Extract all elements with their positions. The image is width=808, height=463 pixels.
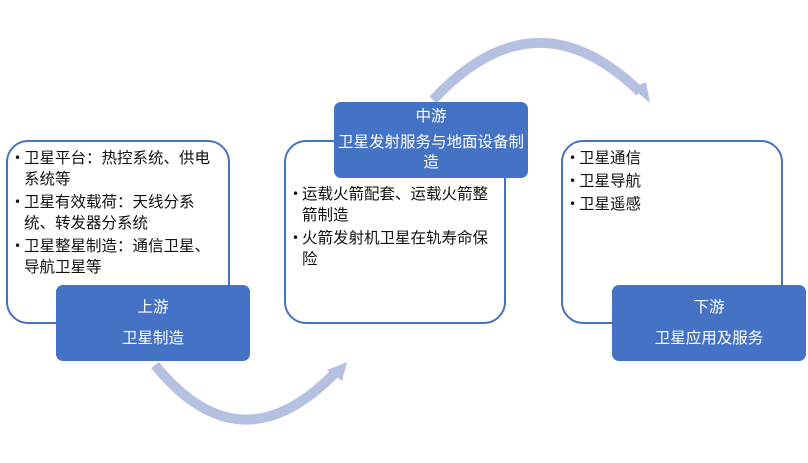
list-item: •卫星通信 <box>569 149 642 167</box>
bullet-icon: • <box>292 231 300 245</box>
bullet-icon: • <box>292 187 300 201</box>
downstream-label: 下游 卫星应用及服务 <box>612 285 806 361</box>
upstream-label: 上游 卫星制造 <box>56 285 250 361</box>
stage-name: 上游 <box>137 298 169 316</box>
bullet-icon: • <box>569 197 577 211</box>
stage-title: 卫星发射服务与地面设备制造 <box>337 133 524 171</box>
bullet-icon: • <box>569 151 577 165</box>
curved-arrow-up-icon <box>151 361 339 425</box>
arrowhead-down <box>632 82 650 103</box>
list-item: •卫星整星制造：通信卫星、导航卫星等 <box>14 237 211 276</box>
midstream-label: 中游 卫星发射服务与地面设备制造 <box>334 102 528 178</box>
list-item: •卫星遥感 <box>569 195 642 213</box>
bullet-icon: • <box>569 174 577 188</box>
midstream-item-list: •运载火箭配套、运载火箭整箭制造 •火箭发射机卫星在轨寿命保险 <box>292 184 497 272</box>
bullet-icon: • <box>14 195 22 209</box>
curved-arrow-down-icon <box>429 37 644 104</box>
downstream-item-list: •卫星通信 •卫星导航 •卫星遥感 <box>569 148 774 217</box>
stage-name: 中游 <box>415 107 447 125</box>
list-item: •火箭发射机卫星在轨寿命保险 <box>292 229 489 268</box>
stage-title: 卫星制造 <box>121 329 184 347</box>
list-item: •卫星平台：热控系统、供电系统等 <box>14 149 211 188</box>
stage-name: 下游 <box>693 298 725 316</box>
arrowhead-up <box>327 362 347 381</box>
upstream-item-list: •卫星平台：热控系统、供电系统等 •卫星有效载荷：天线分系统、转发器分系统 •卫… <box>14 148 222 280</box>
list-item: •卫星有效载荷：天线分系统、转发器分系统 <box>14 193 195 232</box>
bullet-icon: • <box>14 239 22 253</box>
list-item: •卫星导航 <box>569 172 642 190</box>
bullet-icon: • <box>14 151 22 165</box>
list-item: •运载火箭配套、运载火箭整箭制造 <box>292 185 489 224</box>
stage-title: 卫星应用及服务 <box>654 329 764 347</box>
